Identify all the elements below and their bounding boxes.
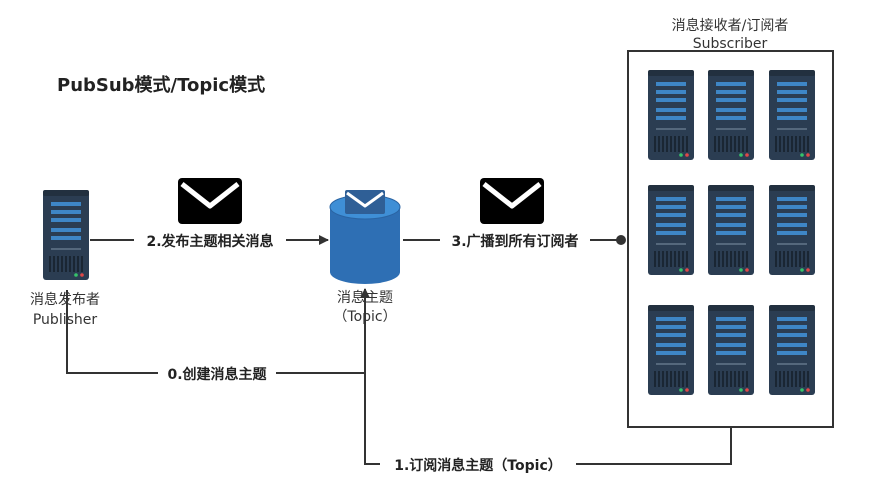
server-icon [648, 305, 694, 395]
create-label-bg [158, 362, 276, 384]
subscriber-servers [648, 70, 815, 395]
broadcast-label: 3.广播到所有订阅者 [451, 233, 578, 250]
subscribe-label: 1.订阅消息主题（Topic） [394, 457, 562, 474]
subscriber-label-en: Subscriber [693, 36, 768, 52]
message-envelope-icon [178, 178, 242, 224]
server-icon [769, 70, 815, 160]
server-icon [708, 185, 754, 275]
server-icon [648, 70, 694, 160]
topic-envelope-icon [345, 190, 385, 214]
create-topic-line [66, 290, 365, 374]
topic-label-en: （Topic） [333, 309, 396, 325]
broadcast-label-bg [440, 229, 590, 251]
server-icon [708, 70, 754, 160]
publish-label-bg [134, 229, 286, 251]
subscribe-label-bg [380, 453, 576, 475]
topic-database-icon [329, 190, 401, 284]
publish-label: 2.发布主题相关消息 [146, 233, 273, 250]
publisher-label-en: Publisher [33, 312, 98, 328]
publisher-label-cn: 消息发布者 [30, 291, 100, 308]
create-topic-label: 0.创建消息主题 [167, 366, 267, 383]
server-icon [769, 185, 815, 275]
server-icon [648, 185, 694, 275]
server-icon [708, 305, 754, 395]
publisher-server-icon [43, 190, 89, 280]
topic-label-cn: 消息主题 [337, 289, 393, 306]
subscriber-label-cn: 消息接收者/订阅者 [672, 17, 789, 34]
server-icon [769, 305, 815, 395]
message-envelope-icon [480, 178, 544, 224]
broadcast-endpoint [616, 235, 626, 245]
diagram-title: PubSub模式/Topic模式 [57, 74, 265, 96]
